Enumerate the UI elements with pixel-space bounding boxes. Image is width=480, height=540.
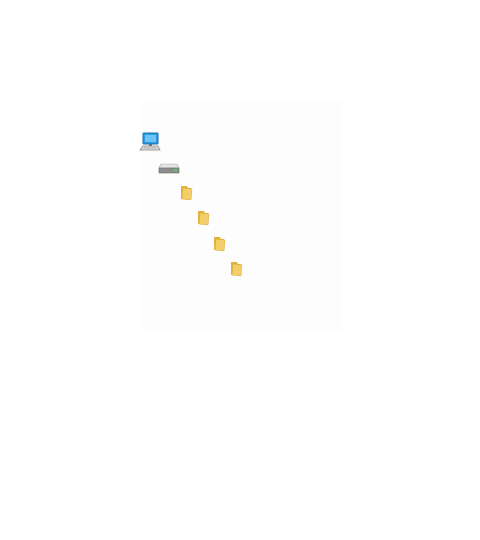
folder-icon (212, 235, 226, 252)
folder-icon (196, 209, 210, 226)
tree-panel (140, 100, 342, 332)
tree-node-folder-2[interactable] (196, 209, 210, 226)
tree-node-this-pc[interactable] (139, 132, 161, 152)
tree-node-folder-3[interactable] (212, 235, 226, 252)
tree-node-folder-1[interactable] (179, 184, 193, 201)
folder-icon (179, 184, 193, 201)
drive-icon (158, 163, 180, 175)
tree-node-folder-4[interactable] (229, 260, 243, 277)
computer-icon (139, 132, 161, 152)
folder-icon (229, 260, 243, 277)
tree-node-local-disk[interactable] (158, 163, 180, 175)
